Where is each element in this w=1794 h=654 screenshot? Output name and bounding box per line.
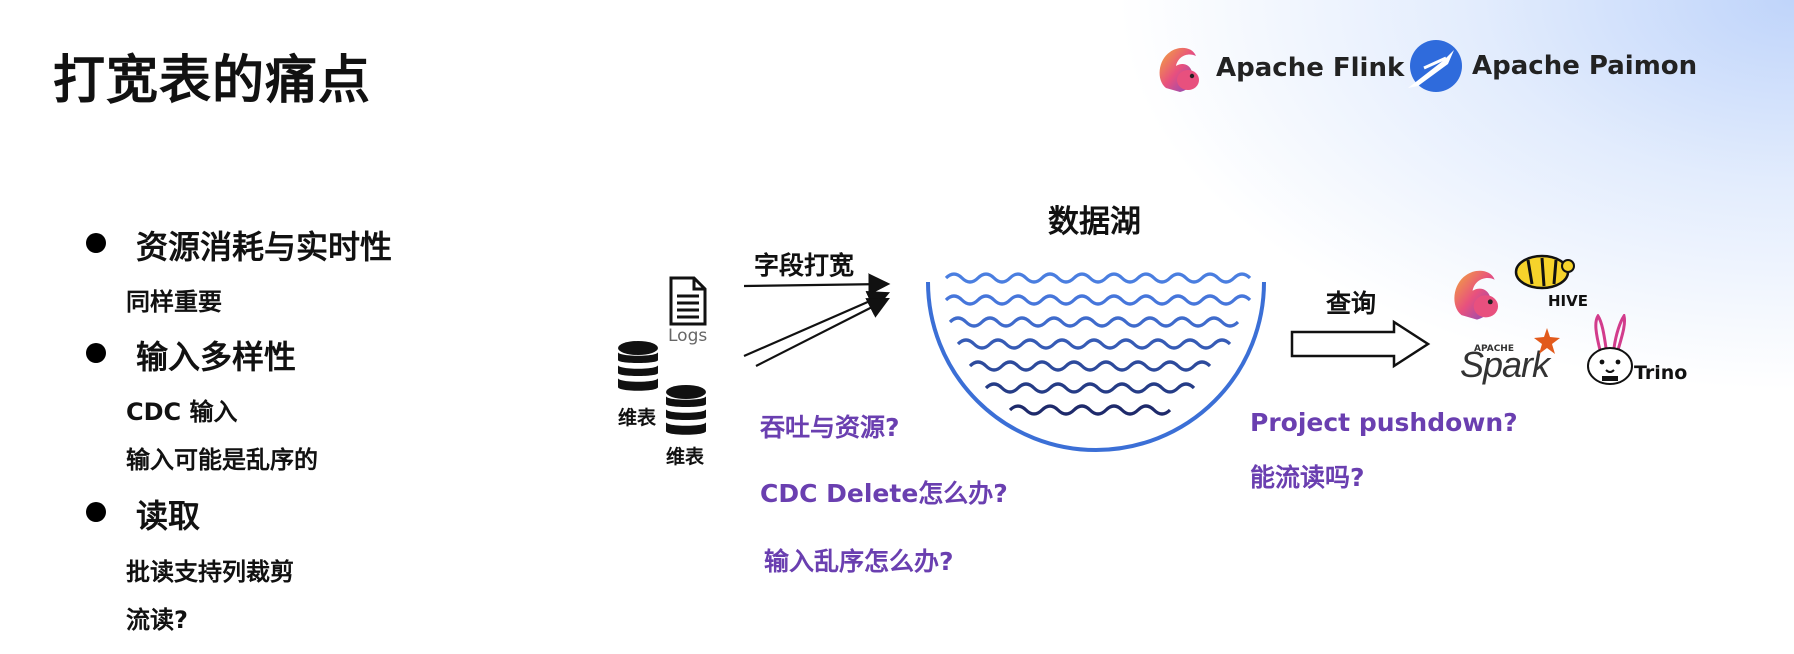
database-icon [666,385,706,435]
trino-label: Trino [1634,362,1688,384]
squirrel-icon [1159,47,1199,92]
query-label: 查询 [1326,289,1377,318]
converging-arrows [743,273,891,367]
bullet-heading: 输入多样性 [136,338,297,376]
apache-paimon-logo: Apache Paimon [1404,38,1697,94]
trino-bunny-icon [1587,314,1633,385]
hive-label: HIVE [1548,292,1588,310]
question-stream-read: 能流读吗? [1250,463,1365,492]
bullet-subitem: 批读支持列裁剪 [126,558,294,586]
bullet-subitem: 输入可能是乱序的 [126,446,318,474]
bullet-subitem: CDC 输入 [126,398,238,426]
bullet-dot [86,502,106,522]
apache-flink-logo: Apache Flink [1152,40,1404,96]
dim-table-label: 维表 [666,446,705,468]
bullet-heading: 资源消耗与实时性 [136,228,393,266]
bullet-heading: 读取 [136,497,201,535]
database-icon [618,341,658,391]
bullet-subitem: 同样重要 [126,288,222,316]
widen-label: 字段打宽 [754,251,855,280]
paimon-icon [1408,40,1462,92]
question-project-pushdown: Project pushdown? [1250,408,1518,437]
spark-label: Spark [1460,344,1550,385]
block-arrow-icon [1290,319,1431,369]
paimon-name: Apache Paimon [1472,51,1698,81]
bullet-dot [86,233,106,253]
question-out-of-order: 输入乱序怎么办? [764,547,954,576]
question-cdc-delete: CDC Delete怎么办? [760,479,1008,508]
flink-name: Apache Flink [1216,53,1405,83]
lake-label: 数据湖 [1048,204,1141,240]
dim-table-label: 维表 [618,407,657,429]
flink-squirrel-icon [1454,270,1499,320]
page-title: 打宽表的痛点 [53,51,372,111]
spark-apache-label: APACHE [1474,344,1514,354]
data-lake-icon [926,272,1266,452]
hive-bee-icon [1514,254,1575,290]
logs-label: Logs [668,326,708,346]
question-throughput: 吞吐与资源? [760,413,900,442]
bullet-dot [86,343,106,363]
bullet-subitem: 流读? [126,606,188,634]
spark-star-icon [1534,328,1560,354]
document-icon [669,276,707,326]
